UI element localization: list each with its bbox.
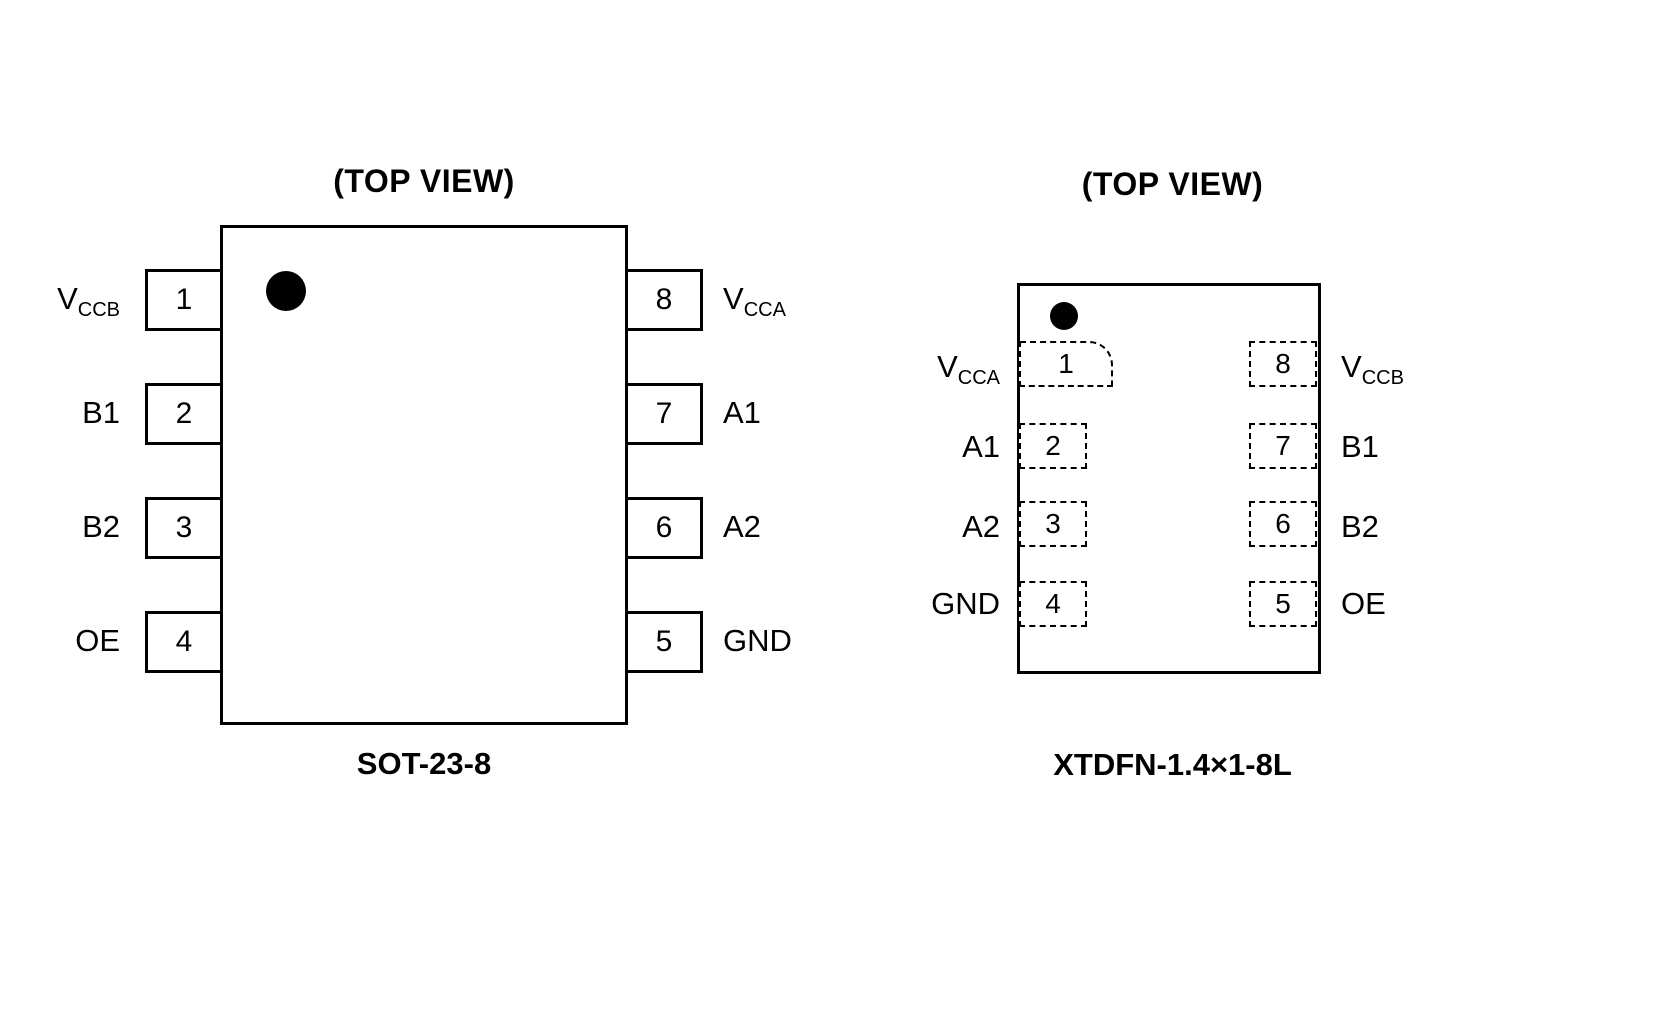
xtdfn-pin-6-label: B2 bbox=[1341, 509, 1491, 556]
sot-pin-6-label-base: A2 bbox=[723, 509, 761, 544]
xtdfn-pin-1-pad: 1 bbox=[1019, 341, 1113, 387]
sot-pin1-indicator-dot bbox=[266, 271, 306, 311]
xtdfn-pin-5-pad: 5 bbox=[1249, 581, 1317, 627]
xtdfn-pin-6-pad: 6 bbox=[1249, 501, 1317, 547]
sot-pin-1-label-sub: CCB bbox=[77, 299, 120, 322]
sot-pin-3-label: B2 bbox=[20, 509, 120, 556]
sot-top-view-title: (TOP VIEW) bbox=[333, 163, 515, 199]
xtdfn-pin-8-pad: 8 bbox=[1249, 341, 1317, 387]
xtdfn-top-view-title: (TOP VIEW) bbox=[1081, 166, 1264, 202]
sot-pin-1-box: 1 bbox=[145, 269, 223, 331]
sot-pin-2-label-base: B1 bbox=[82, 395, 120, 430]
xtdfn-pin-3-pad: 3 bbox=[1019, 501, 1087, 547]
xtdfn-pin1-indicator-dot bbox=[1050, 302, 1078, 330]
sot-pin-6-box: 6 bbox=[625, 497, 703, 559]
sot-pin-4-label: OE bbox=[20, 623, 120, 670]
xtdfn-pin-1-label: VCCA bbox=[870, 349, 1000, 396]
xtdfn-pin-4-pad: 4 bbox=[1019, 581, 1087, 627]
sot-pin-2-label: B1 bbox=[20, 395, 120, 442]
sot-pin-7-label-base: A1 bbox=[723, 395, 761, 430]
sot-pin-8-label-sub: CCA bbox=[743, 299, 786, 322]
xtdfn-pin-5-label: OE bbox=[1341, 586, 1491, 633]
xtdfn-pin-3-label: A2 bbox=[870, 509, 1000, 556]
sot-package-name: SOT-23-8 bbox=[356, 746, 492, 781]
sot-pin-1-label-base: V bbox=[57, 281, 78, 316]
sot-pin-7-box: 7 bbox=[625, 383, 703, 445]
sot-pin-5-label: GND bbox=[723, 623, 883, 670]
sot-pin-8-label-base: V bbox=[723, 281, 744, 316]
xtdfn-pin-4-label-base: GND bbox=[931, 586, 1000, 621]
xtdfn-pin-6-label-base: B2 bbox=[1341, 509, 1379, 544]
xtdfn-pin-2-label-base: A1 bbox=[962, 429, 1000, 464]
sot-pin-5-box: 5 bbox=[625, 611, 703, 673]
sot-pin-3-label-base: B2 bbox=[82, 509, 120, 544]
sot-pin-3-box: 3 bbox=[145, 497, 223, 559]
sot-pin-2-box: 2 bbox=[145, 383, 223, 445]
xtdfn-pin-7-label: B1 bbox=[1341, 429, 1491, 476]
xtdfn-pin-2-label: A1 bbox=[870, 429, 1000, 476]
xtdfn-pin-8-label: VCCB bbox=[1341, 349, 1491, 396]
sot-pin-5-label-base: GND bbox=[723, 623, 792, 658]
xtdfn-pin-8-label-base: V bbox=[1341, 349, 1362, 384]
sot-pin-8-label: VCCA bbox=[723, 281, 883, 328]
xtdfn-pin-4-label: GND bbox=[870, 586, 1000, 633]
sot-pin-4-box: 4 bbox=[145, 611, 223, 673]
xtdfn-pin-3-label-base: A2 bbox=[962, 509, 1000, 544]
xtdfn-pin-7-pad: 7 bbox=[1249, 423, 1317, 469]
xtdfn-package-name: XTDFN-1.4×1-8L bbox=[1053, 747, 1292, 782]
sot-pin-7-label: A1 bbox=[723, 395, 883, 442]
xtdfn-pin-1-label-sub: CCA bbox=[957, 367, 1000, 390]
sot-pin-1-label: VCCB bbox=[20, 281, 120, 328]
xtdfn-pin-5-label-base: OE bbox=[1341, 586, 1386, 621]
sot-pin-6-label: A2 bbox=[723, 509, 883, 556]
xtdfn-pin-1-label-base: V bbox=[937, 349, 958, 384]
xtdfn-pin-8-label-sub: CCB bbox=[1361, 367, 1404, 390]
sot-pin-8-box: 8 bbox=[625, 269, 703, 331]
xtdfn-pin-7-label-base: B1 bbox=[1341, 429, 1379, 464]
xtdfn-pin-2-pad: 2 bbox=[1019, 423, 1087, 469]
sot-pin-4-label-base: OE bbox=[75, 623, 120, 658]
